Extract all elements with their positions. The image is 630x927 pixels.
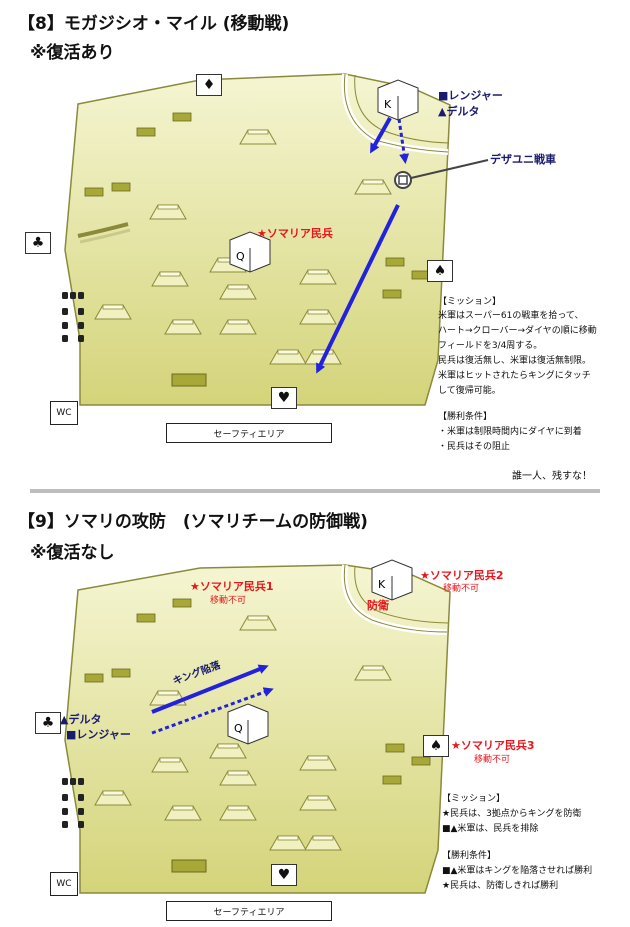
bunker-obstacle [111, 668, 131, 678]
win-line: ■▲米軍はキングを陥落させれば勝利 [442, 866, 593, 876]
bunker-obstacle [385, 743, 405, 753]
flag-spade-8: ♠ [427, 260, 453, 282]
bunker-obstacle [84, 673, 104, 683]
container-obstacle [171, 859, 207, 873]
bunker-obstacle [385, 257, 405, 267]
barrel-obstacle [78, 322, 84, 329]
safe-area-9: セーフティエリア [166, 901, 332, 921]
barrel-obstacle [70, 778, 76, 785]
king-building-9-label: K [378, 578, 386, 591]
flag-club-9: ♣ [35, 712, 61, 734]
win-head-8: 【勝利条件】 [438, 412, 493, 422]
bunker-obstacle [172, 598, 192, 608]
mission-line: 米軍はスーパー61の戦車を拾って、 [438, 311, 584, 321]
bunker-obstacle [382, 289, 402, 299]
arrow-rangers-8 [370, 117, 392, 154]
bunker-obstacle [382, 775, 402, 785]
barrel-obstacle [62, 808, 68, 815]
win-head-9: 【勝利条件】 [442, 851, 497, 861]
militia3-immobile: 移動不可 [474, 755, 511, 765]
queen-building-9-label: Q [234, 722, 243, 735]
section9-revive: ※復活なし [30, 543, 115, 563]
arrow-main-8 [316, 204, 400, 374]
legend-delta-9: ▲デルタ [60, 713, 102, 726]
militia-label-8: ★ソマリア民兵 [257, 227, 333, 240]
defense-label: 防衛 [367, 599, 389, 612]
section8-title: 【8】モガジシオ・マイル (移動戦) [18, 14, 290, 34]
mission-line: ★民兵は、3拠点からキングを防衛 [442, 809, 582, 819]
flag-club-8: ♣ [25, 232, 51, 254]
bunker-obstacle [84, 187, 104, 197]
container-obstacle [171, 373, 207, 387]
king-building-8-label: K [384, 98, 392, 111]
barrel-obstacle [70, 292, 76, 299]
safe-area-8: セーフティエリア [166, 423, 332, 443]
mission-line: して復帰可能。 [438, 386, 501, 396]
barrel-obstacle [62, 322, 68, 329]
barrel-obstacle [62, 335, 68, 342]
barrel-obstacle [78, 292, 84, 299]
arrow-king-fall-solid [151, 664, 269, 714]
militia2-immobile: 移動不可 [443, 584, 480, 594]
flag-heart-8: ♥ [271, 387, 297, 409]
wc-box-8: WC [50, 401, 78, 425]
militia3-label: ★ソマリア民兵3 [451, 739, 535, 752]
flag-spade-9: ♠ [423, 735, 449, 757]
barrel-obstacle [78, 778, 84, 785]
legend-rangers-9: ■レンジャー [66, 728, 131, 741]
mission-line: ハート→クローバー→ダイヤの順に移動 [438, 326, 597, 336]
section9-title: 【9】ソマリの攻防 (ソマリチームの防御戦) [18, 512, 368, 532]
barrel-obstacle [78, 335, 84, 342]
barrel-obstacle [78, 308, 84, 315]
barrel-obstacle [62, 292, 68, 299]
militia1-immobile: 移動不可 [210, 596, 247, 606]
tank-label: デザユニ戦車 [490, 153, 556, 166]
mission-head-9: 【ミッション】 [442, 794, 506, 804]
mission-head-8: 【ミッション】 [438, 297, 502, 307]
flag-heart-9: ♥ [271, 864, 297, 886]
bunker-obstacle [172, 112, 192, 122]
mission-line: ■▲米軍は、民兵を排除 [442, 824, 539, 834]
legend-delta-8: ▲デルタ [438, 105, 480, 118]
barrel-obstacle [78, 821, 84, 828]
barrel-obstacle [62, 778, 68, 785]
militia2-label: ★ソマリア民兵2 [420, 569, 504, 582]
bunker-obstacle [136, 613, 156, 623]
flag-diamond-8: ♦ [196, 74, 222, 96]
legend-rangers-8: ■レンジャー [438, 89, 503, 102]
wc-box-9: WC [50, 872, 78, 896]
bunker-obstacle [111, 182, 131, 192]
barrel-obstacle [62, 308, 68, 315]
slogan: 誰一人、残すな！ [512, 471, 592, 482]
win-line: ・民兵はその阻止 [438, 442, 511, 452]
barrel-obstacle [78, 794, 84, 801]
barrel-obstacle [62, 821, 68, 828]
mission-line: 民兵は復活無し、米軍は復活無制限。 [438, 356, 592, 366]
bunker-obstacle [136, 127, 156, 137]
barrel-obstacle [62, 794, 68, 801]
tank-icon [394, 159, 489, 189]
queen-building-8-label: Q [236, 250, 245, 263]
bunker-obstacle [411, 756, 431, 766]
mission-line: 米軍はヒットされたらキングにタッチ [438, 371, 591, 381]
section8-revive: ※復活あり [30, 43, 115, 63]
win-line: ★民兵は、防衛しきれば勝利 [442, 881, 559, 891]
mission-line: フィールドを3/4周する。 [438, 341, 543, 351]
win-line: ・米軍は制限時間内にダイヤに到着 [438, 427, 582, 437]
militia1-label: ★ソマリア民兵1 [190, 580, 274, 593]
barrel-obstacle [78, 808, 84, 815]
